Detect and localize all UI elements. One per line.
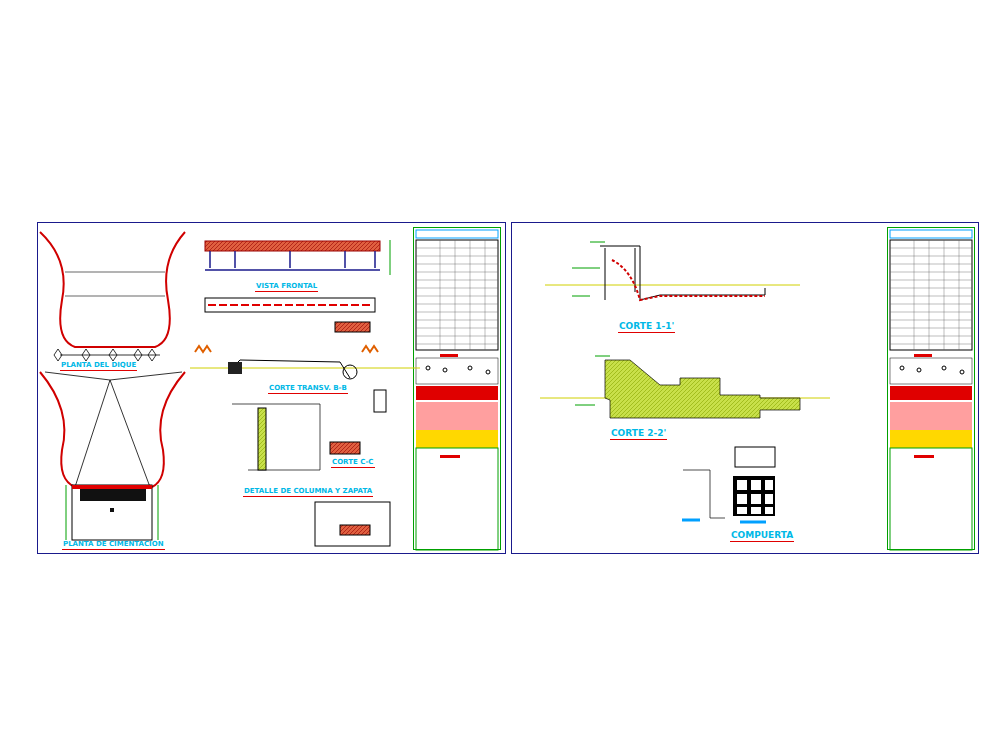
drawing-title: COMPUERTA	[730, 531, 794, 542]
drawing-title: CORTE TRANSV. B-B	[268, 385, 348, 394]
drawing-title: PLANTA DEL DIQUE	[60, 362, 137, 371]
drawing-title: CORTE C-C	[331, 459, 375, 468]
drawing-title: PLANTA DE CIMENTACION	[62, 541, 165, 550]
drawing-title: VISTA FRONTAL	[255, 283, 318, 292]
drawing-title: CORTE 2-2'	[610, 429, 667, 440]
drawing-title: CORTE 1-1'	[618, 322, 675, 333]
drawing-title: DETALLE DE COLUMNA Y ZAPATA	[243, 488, 373, 497]
